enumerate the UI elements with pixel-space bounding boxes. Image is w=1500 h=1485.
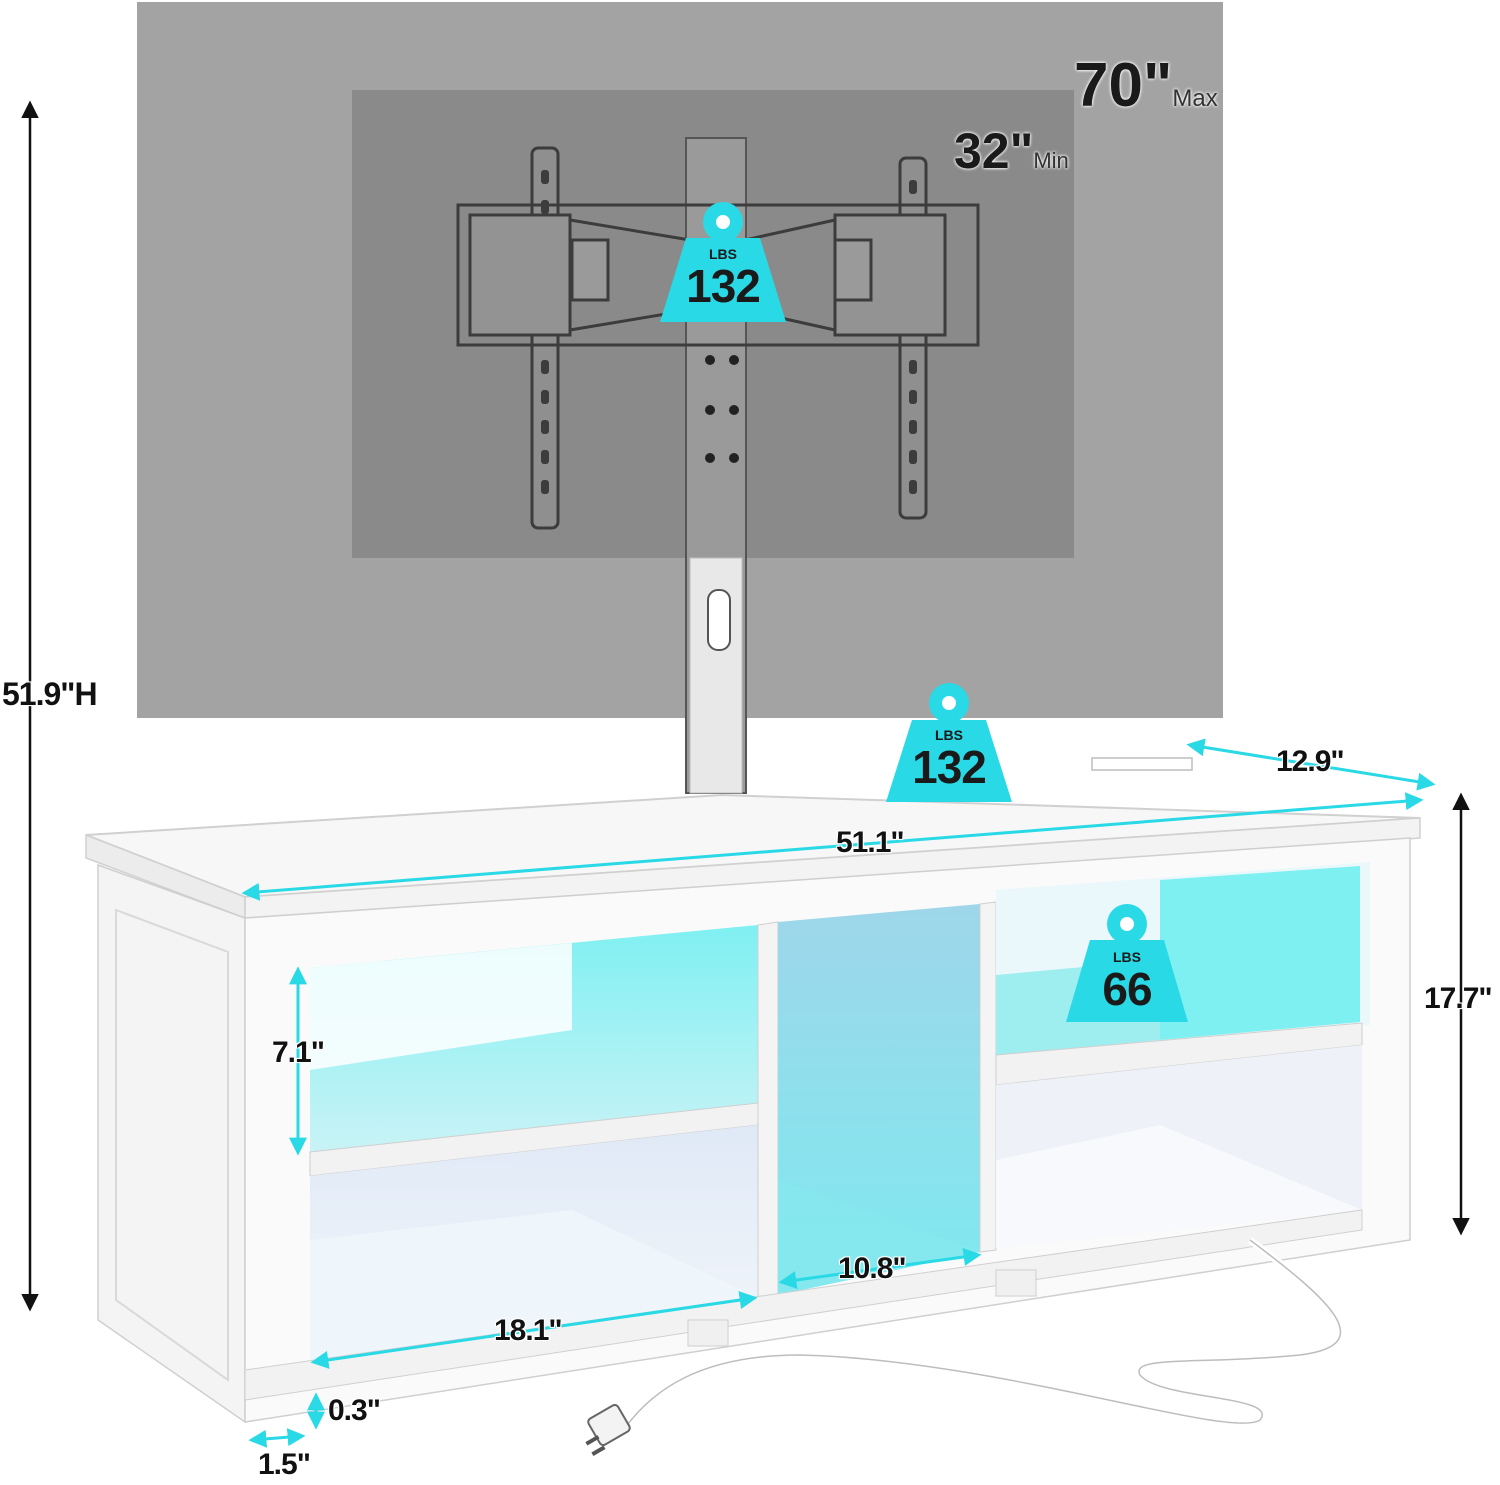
width-label: 51.1" [836,826,905,859]
left-width-label: 18.1" [494,1314,563,1347]
max-screen-value: 70" [1074,51,1173,120]
leg-middle-right [995,1269,1037,1297]
plug-icon [585,1403,631,1456]
middle-width-label: 10.8" [838,1252,907,1285]
shelf-height-label: 7.1" [272,1036,325,1069]
vesa-bracket [456,146,980,530]
cabinet-height-label: 17.7" [1424,982,1493,1015]
weight-top-icon [886,683,1012,802]
total-height-label: 51.9"H [2,676,98,712]
middle-compartment [778,904,980,1295]
bracket-slots [541,170,917,494]
weight-mount-value: 132 [686,260,761,312]
weight-shelf-unit: LBS [1113,949,1141,965]
weight-shelf-value: 66 [1102,963,1152,1015]
min-screen-suffix: Min [1033,148,1069,173]
weight-top-unit: LBS [935,727,963,743]
measure-lines-black [21,100,1470,1312]
weight-shelf: LBS 66 [1067,949,1187,1013]
post-holes [705,355,739,463]
min-screen-value: 32" [954,123,1034,179]
weight-top-value: 132 [912,741,987,793]
weight-mount: LBS 132 [663,246,783,310]
base-height-label: 0.3" [328,1394,381,1427]
min-screen-label: 32"Min [954,122,1069,180]
power-outlet [1091,757,1193,771]
weight-top: LBS 132 [889,727,1009,791]
leg-middle-left [687,1319,729,1347]
weight-shelf-icon [1066,904,1188,1022]
max-screen-label: 70"Max [1074,50,1218,121]
leg-width-label: 1.5" [258,1448,311,1481]
max-screen-suffix: Max [1172,85,1218,112]
measure-lines-cyan [241,738,1436,1448]
depth-label: 12.9" [1276,745,1345,778]
weight-mount-unit: LBS [709,246,737,262]
weight-mount-icon [660,202,786,322]
